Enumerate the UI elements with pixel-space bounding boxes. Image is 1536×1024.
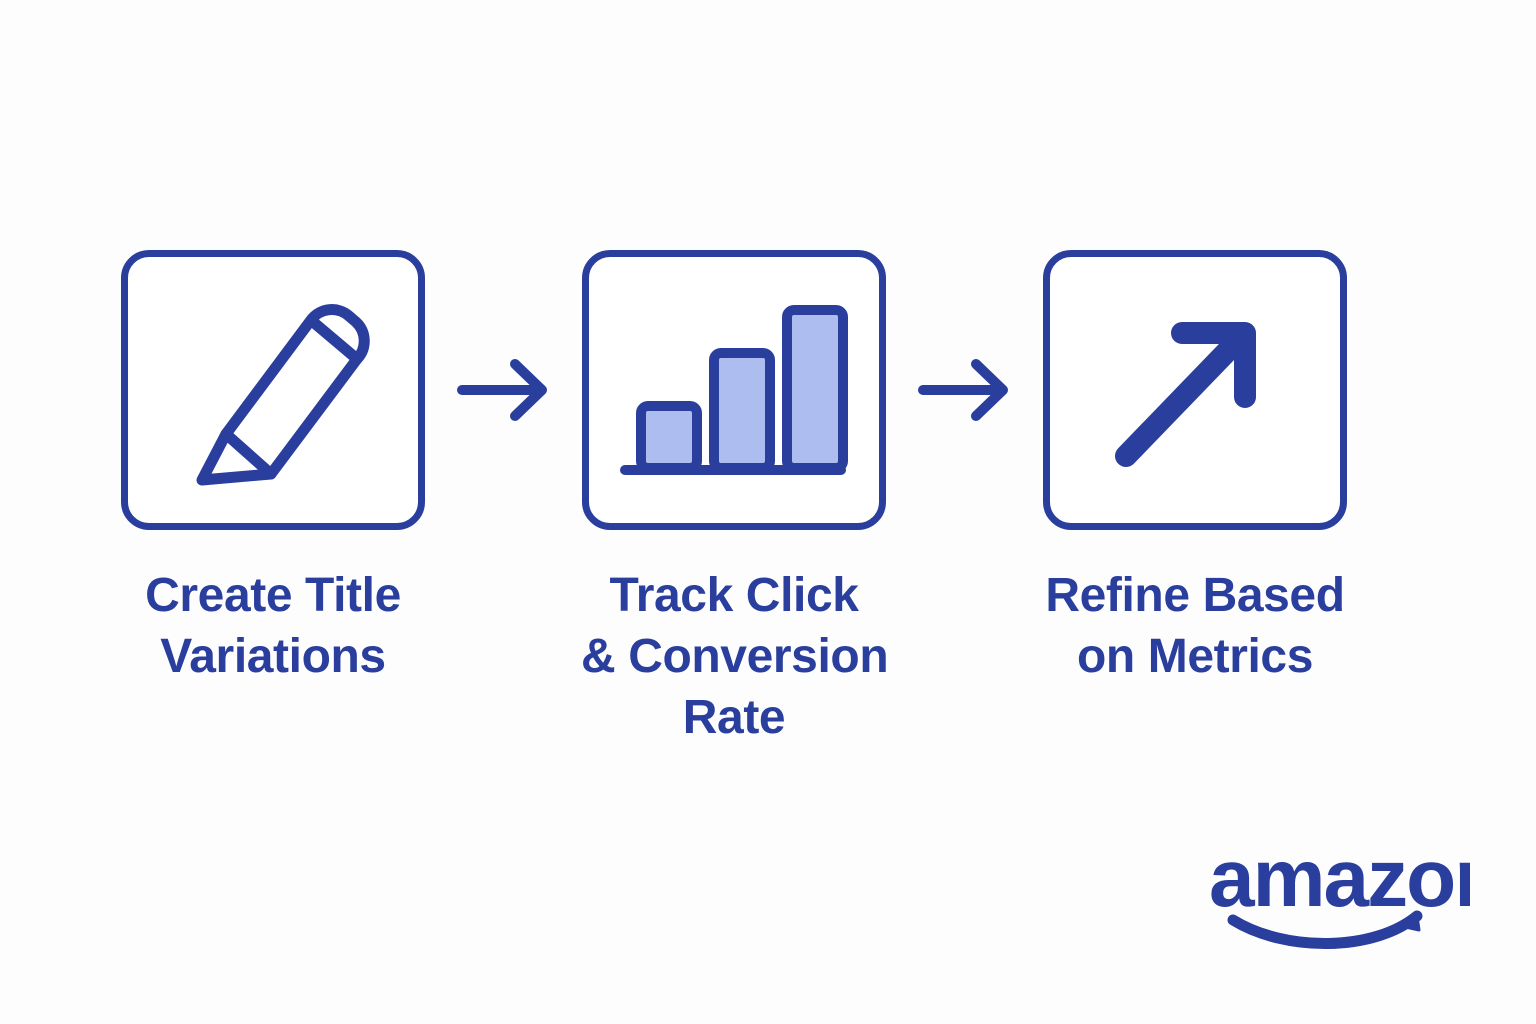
flow-step-3 — [1042, 244, 1348, 536]
arrow-right-icon — [456, 359, 547, 421]
amazon-swoosh-arrowhead-icon — [1399, 914, 1421, 932]
process-flow-row — [120, 230, 1420, 550]
flow-label-1-line-2: Variations — [160, 629, 386, 683]
icon-card-track-click-conversion-rate[interactable] — [582, 250, 886, 530]
flow-label-1: Create Title Variations — [120, 566, 426, 688]
flow-label-2-line-1: Track Click — [609, 569, 859, 622]
flow-label-2-line-3: Rate — [682, 690, 786, 744]
process-labels-row: Create Title Variations Track Click & Co… — [120, 566, 1420, 749]
bar-chart-icon — [620, 304, 848, 475]
flow-label-2-line-2: & Conversion — [581, 629, 889, 683]
flow-label-3: Refine Based on Metrics — [1042, 566, 1348, 688]
icon-card-create-title-variations[interactable] — [121, 250, 425, 530]
flow-label-3-line-1: Refine Based — [1045, 569, 1345, 622]
flow-label-1-line-1: Create Title — [145, 569, 401, 622]
flow-connector-1 — [426, 350, 581, 430]
pencil-icon — [196, 303, 370, 485]
flow-connector-2 — [887, 350, 1042, 430]
amazon-smile-swoosh-icon — [1227, 910, 1423, 949]
icon-card-refine-based-on-metrics[interactable] — [1043, 250, 1347, 530]
amazon-wordmark-icon: amazon — [1209, 840, 1470, 949]
flow-step-2 — [581, 244, 887, 536]
arrow-right-icon — [917, 359, 1008, 421]
flow-label-2: Track Click & Conversion Rate — [581, 566, 889, 749]
trending-up-arrow-icon — [1114, 322, 1256, 467]
amazon-logo: amazon — [1205, 840, 1470, 950]
amazon-wordmark-text: amazon — [1209, 840, 1470, 924]
flow-label-3-line-2: on Metrics — [1076, 629, 1314, 683]
flow-step-1 — [120, 244, 426, 536]
